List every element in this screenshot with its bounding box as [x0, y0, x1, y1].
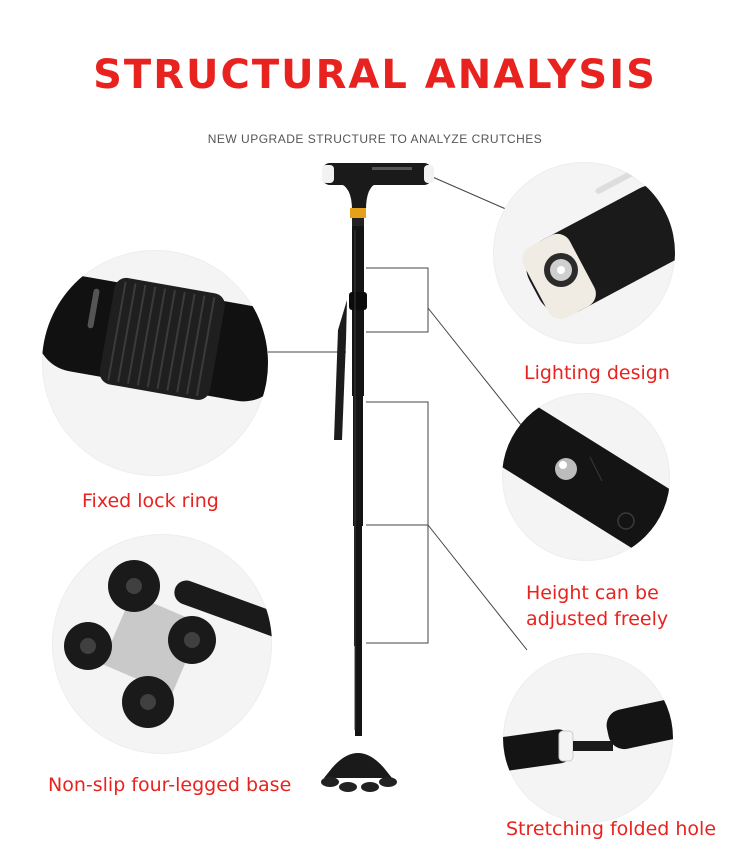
detail-circle-lock-ring: [42, 250, 268, 476]
cane-shaft: [349, 226, 367, 736]
connector-lines: [268, 174, 534, 651]
four-leg-base-icon: [64, 560, 272, 728]
label-non-slip-base: Non-slip four-legged base: [48, 774, 292, 796]
detail-circle-folded-hole: [503, 653, 673, 823]
detail-circle-height: [502, 393, 670, 561]
cane-base: [321, 753, 397, 792]
label-stretching-folded-hole: Stretching folded hole: [506, 818, 717, 840]
page-subtitle: NEW UPGRADE STRUCTURE TO ANALYZE CRUTCHE…: [207, 132, 543, 146]
label-height-adjust: Height can be adjusted freely: [526, 582, 669, 630]
lock-ring-icon: [42, 276, 268, 402]
cane-handle: [322, 163, 434, 226]
flashlight-icon: [522, 167, 675, 320]
page-title: STRUCTURAL ANALYSIS: [93, 52, 657, 98]
label-fixed-lock-ring: Fixed lock ring: [82, 490, 219, 512]
detail-circle-base: [52, 534, 272, 754]
label-lighting-design: Lighting design: [524, 362, 670, 384]
wrist-strap: [334, 300, 347, 440]
height-adjust-icon: [502, 404, 670, 558]
detail-circle-lighting: [493, 162, 675, 344]
folded-hole-icon: [503, 699, 673, 771]
